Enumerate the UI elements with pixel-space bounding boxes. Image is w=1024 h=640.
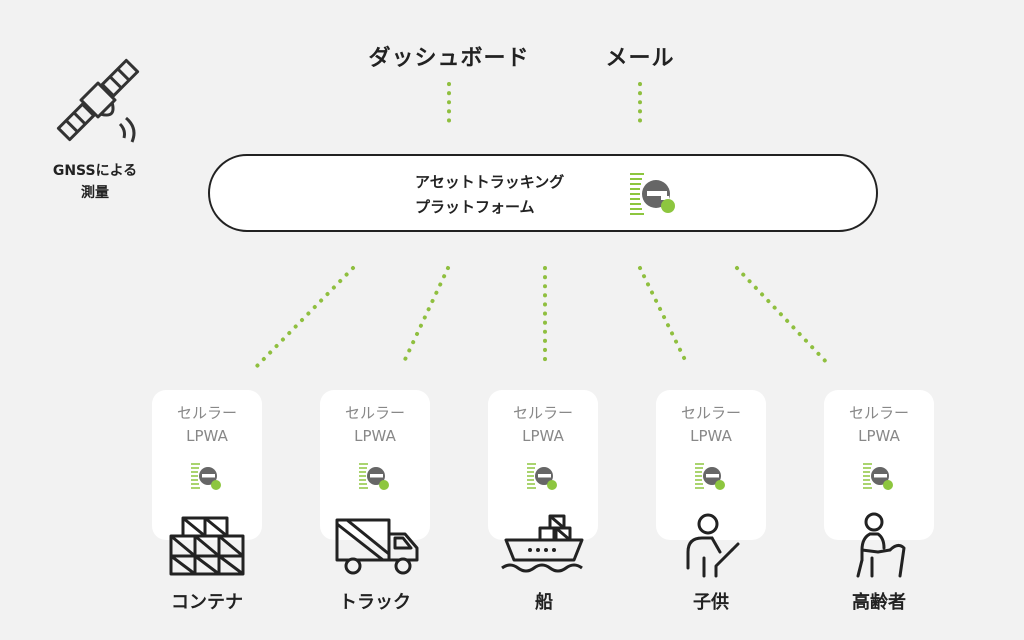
device-label-child: 子供 xyxy=(693,592,729,613)
child-icon xyxy=(686,513,740,578)
network-line1: セルラー xyxy=(344,404,405,422)
gnss-label-line2: 測量 xyxy=(81,185,109,201)
network-line1: セルラー xyxy=(848,404,909,422)
device-label-container: コンテナ xyxy=(171,592,243,613)
device-card-elderly: セルラー LPWA xyxy=(824,390,934,540)
satellite-icon xyxy=(56,58,140,143)
e-logo-icon xyxy=(695,463,725,490)
e-logo-icon xyxy=(191,463,221,490)
device-label-truck: トラック xyxy=(339,592,411,613)
asset-tracking-platform: アセットトラッキング プラットフォーム xyxy=(208,154,878,232)
network-line2: LPWA xyxy=(354,427,396,445)
gnss-label-line1: GNSSによる xyxy=(52,163,138,179)
ship-icon xyxy=(501,514,584,573)
network-line2: LPWA xyxy=(186,427,228,445)
connector-container xyxy=(255,266,355,368)
network-type: セルラー LPWA xyxy=(824,402,934,448)
e-logo-icon xyxy=(527,463,557,490)
platform-title: アセットトラッキング プラットフォーム xyxy=(415,170,564,220)
platform-title-line2: プラットフォーム xyxy=(415,198,535,216)
network-type: セルラー LPWA xyxy=(656,402,766,448)
network-type: セルラー LPWA xyxy=(320,402,430,448)
device-card-ship: セルラー LPWA xyxy=(488,390,598,540)
network-line2: LPWA xyxy=(522,427,564,445)
dashboard-label: ダッシュボード xyxy=(368,46,530,71)
connector-child xyxy=(638,266,690,368)
network-line1: セルラー xyxy=(680,404,741,422)
e-logo-icon xyxy=(359,463,389,490)
network-line2: LPWA xyxy=(858,427,900,445)
mail-label: メール xyxy=(605,46,675,71)
connector-elderly xyxy=(735,266,832,368)
device-card-container: セルラー LPWA xyxy=(152,390,262,540)
network-line1: セルラー xyxy=(176,404,237,422)
device-label-elderly: 高齢者 xyxy=(852,592,906,613)
connector-truck xyxy=(400,266,450,368)
network-line2: LPWA xyxy=(690,427,732,445)
platform-title-line1: アセットトラッキング xyxy=(415,173,565,191)
container-icon xyxy=(169,516,245,576)
gnss-label: GNSSによる 測量 xyxy=(30,160,160,204)
e-logo-icon xyxy=(630,173,675,215)
network-type: セルラー LPWA xyxy=(152,402,262,448)
truck-icon xyxy=(335,518,419,575)
device-card-truck: セルラー LPWA xyxy=(320,390,430,540)
network-line1: セルラー xyxy=(512,404,573,422)
device-label-ship: 船 xyxy=(535,592,553,613)
e-logo-icon xyxy=(863,463,893,490)
elderly-icon xyxy=(856,512,906,578)
network-type: セルラー LPWA xyxy=(488,402,598,448)
